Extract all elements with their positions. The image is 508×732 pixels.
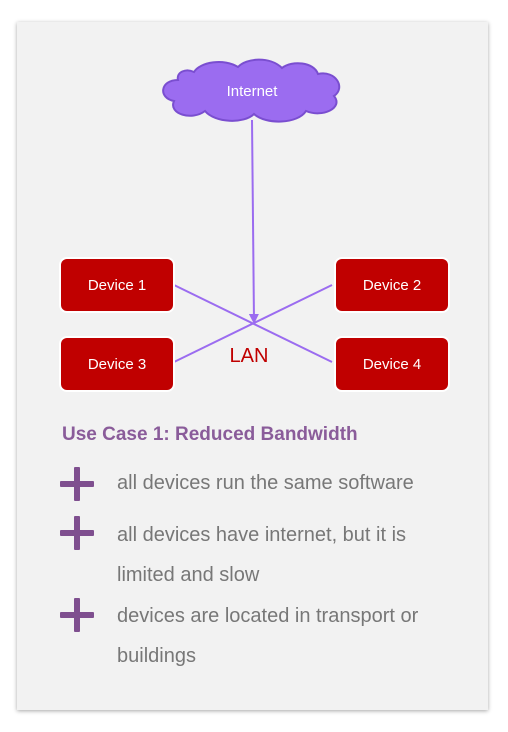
device-1-box: Device 1 <box>61 259 173 311</box>
bullet-text-3: devices are located in transport or buil… <box>117 605 419 667</box>
plus-icon <box>60 598 94 632</box>
device-3-box: Device 3 <box>61 338 173 390</box>
plus-icon <box>60 516 94 550</box>
device-2-box: Device 2 <box>336 259 448 311</box>
plus-icon <box>60 467 94 501</box>
internet-cloud-icon <box>162 58 341 123</box>
use-case-title: Use Case 1: Reduced Bandwidth <box>62 424 358 445</box>
internet-label: Internet <box>226 83 278 100</box>
lan-label: LAN <box>229 345 269 367</box>
internet-arrow <box>248 119 259 324</box>
bullet-text-1: all devices run the same software <box>117 472 414 494</box>
device-4-box: Device 4 <box>336 338 448 390</box>
bullet-text-2: all devices have internet, but it is lim… <box>117 524 407 586</box>
